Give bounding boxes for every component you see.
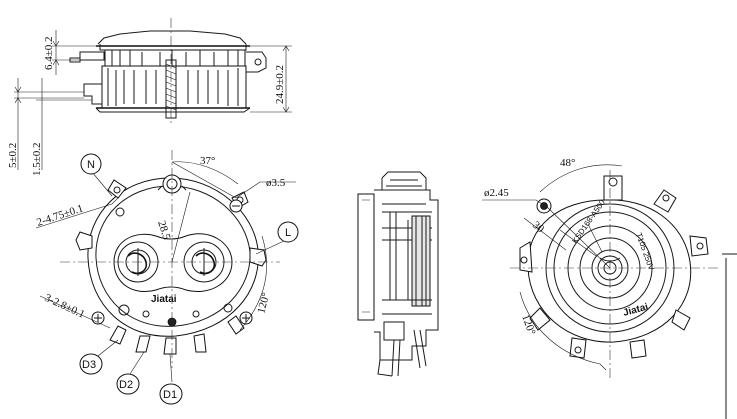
side-view-middle: [357, 171, 439, 377]
angle-48: 48°: [560, 157, 575, 169]
callout-l: L: [277, 221, 299, 243]
callout-n: N: [80, 153, 102, 175]
label-l: L: [285, 227, 291, 239]
callout-d1: D1: [159, 383, 183, 405]
angle-120-left: 120°: [255, 291, 272, 314]
callout-d2: D2: [116, 373, 140, 395]
label-d2: D2: [119, 379, 133, 391]
r-28-5: 28.5: [155, 219, 173, 241]
dim-1-5: 1.5±0.2: [31, 142, 43, 176]
dim-6-4: 6.4±0.2: [43, 36, 55, 70]
callout-d3: D3: [79, 353, 103, 375]
label-d1: D1: [163, 389, 177, 401]
pins-3-2-8: 3-2.8±0.1: [43, 292, 87, 321]
brand-mark: Jiatai: [151, 294, 177, 305]
bottom-view: Jiatai 37° ø3.5 28.5 120° 2-4.75±0.1 3-2…: [35, 150, 296, 383]
dia-3-5: ø3.5: [266, 177, 286, 189]
angle-37: 37°: [200, 155, 215, 167]
dim-5: 5±0.2: [7, 143, 19, 168]
dia-2-45: ø2.45: [484, 187, 509, 199]
dim-24-9: 24.9±0.2: [274, 65, 286, 104]
frame-edge: [722, 253, 737, 419]
top-view-right: KSD168-A500 T105 250V Jiatai 48° ø2.45 3…: [482, 157, 720, 380]
label-d3: D3: [82, 359, 96, 371]
side-view-top: 6.4±0.2 24.9±0.2: [14, 18, 292, 170]
label-n: N: [87, 159, 95, 171]
slot-2-4-75: 2-4.75±0.1: [35, 203, 85, 229]
